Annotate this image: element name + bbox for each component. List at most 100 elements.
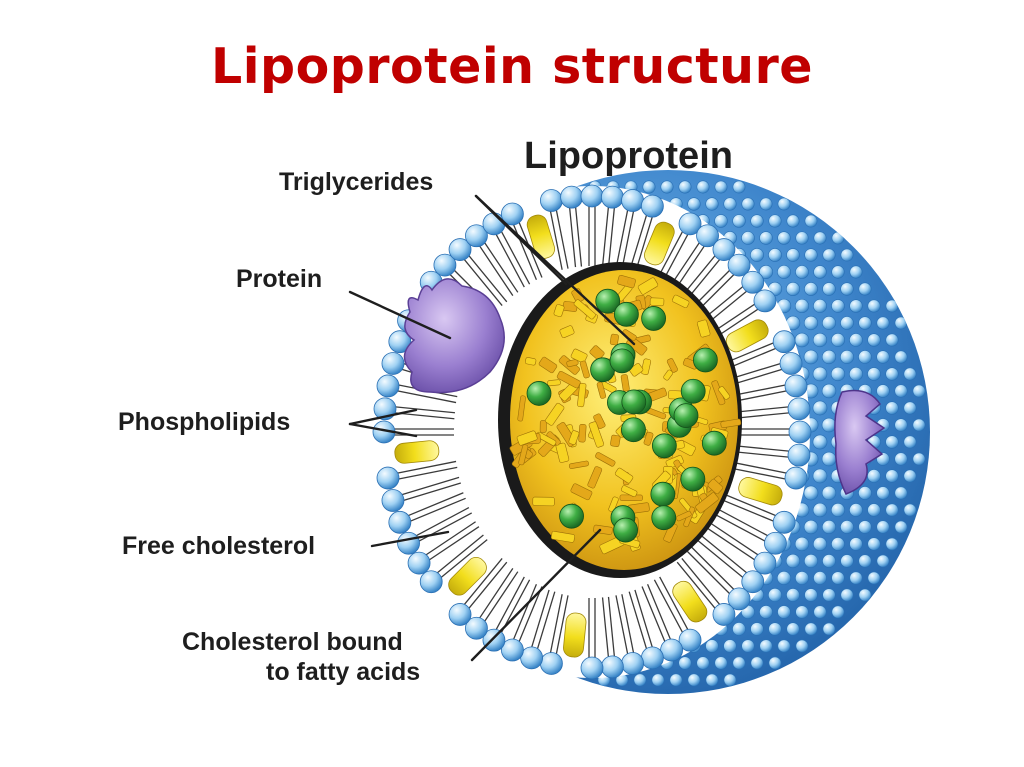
surface-head	[867, 571, 881, 585]
surface-head	[812, 468, 828, 484]
lipid-tail	[490, 576, 525, 640]
surface-head	[777, 639, 791, 653]
surface-head	[723, 197, 737, 211]
surface-head	[894, 452, 908, 466]
lipid-tail	[533, 591, 556, 659]
lipid-tail	[509, 583, 538, 650]
phospholipid-head	[678, 628, 702, 652]
lipid-tail	[621, 200, 637, 270]
surface-head	[849, 367, 863, 381]
triglycerides-leader-b	[474, 194, 636, 346]
triglyceride-bit	[517, 395, 526, 422]
phospholipid-head	[764, 531, 787, 555]
phospholipid-head	[560, 185, 584, 209]
lipid-tail	[457, 558, 503, 613]
surface-head	[885, 469, 899, 483]
surface-head	[840, 554, 854, 568]
lipid-tail	[718, 497, 784, 526]
surface-head	[812, 400, 828, 416]
surface-head	[876, 384, 890, 398]
triglyceride-bit	[672, 294, 690, 309]
phospholipid-head	[448, 238, 472, 261]
phospholipid-head	[741, 570, 765, 594]
surface-head	[867, 299, 881, 313]
lipid-tail	[615, 595, 631, 665]
triglyceride-bit	[566, 359, 579, 368]
phospholipid-head	[788, 420, 812, 444]
surface-head	[858, 486, 872, 500]
surface-head	[903, 401, 917, 415]
phospholipid-head	[419, 570, 443, 594]
cholesteryl-ester	[613, 517, 639, 543]
surface-head	[803, 519, 819, 535]
surface-head	[705, 673, 719, 687]
phospholipid-head	[712, 603, 736, 626]
lipid-tail	[432, 539, 488, 585]
phospholipid-head	[753, 289, 777, 313]
lipid-tail	[659, 576, 694, 640]
triglyceride-bit	[555, 442, 570, 463]
surface-head	[822, 316, 836, 330]
lipid-tail	[461, 247, 508, 303]
phospholipid-head	[465, 616, 488, 640]
surface-head	[786, 622, 800, 636]
lipid-tail	[514, 586, 543, 652]
phospholipid-head	[520, 646, 544, 670]
triglyceride-bit	[559, 325, 575, 338]
surface-head	[822, 554, 836, 568]
lipid-tail	[420, 526, 480, 567]
surface-head	[714, 180, 728, 194]
phospholipid-head	[640, 646, 664, 670]
surface-head	[750, 214, 764, 228]
surface-head	[849, 299, 863, 313]
surface-head	[759, 231, 773, 245]
surface-head	[849, 571, 863, 585]
phospholipid-head	[727, 587, 751, 611]
surface-head	[732, 656, 746, 670]
surface-head	[858, 316, 872, 330]
phospholipid-head	[727, 253, 751, 277]
surface-head	[759, 605, 773, 619]
phospholipid-head	[787, 397, 811, 421]
surface-head	[786, 282, 800, 296]
surface-head	[687, 197, 701, 211]
lipid-tail	[473, 567, 514, 627]
surface-head	[768, 656, 782, 670]
phospholipid-head	[660, 638, 683, 662]
label-triglycerides: Triglycerides	[279, 168, 433, 196]
surface-head	[849, 333, 863, 347]
lipid-tail	[496, 222, 531, 285]
triglyceride-bit	[578, 423, 587, 443]
surface-head	[678, 656, 692, 670]
phospholipid-head	[397, 531, 420, 555]
surface-head	[840, 588, 854, 602]
phospholipid-head	[600, 185, 624, 209]
surface-head	[867, 503, 881, 517]
lipid-tail	[601, 196, 611, 267]
leader-lines	[348, 194, 636, 662]
triglyceride-bit	[617, 274, 636, 289]
lipid-tail	[615, 199, 631, 269]
lipid-tail	[607, 596, 617, 667]
lipid-tail	[509, 214, 538, 281]
surface-head	[894, 486, 908, 500]
lipid-tail	[573, 196, 583, 267]
triglyceride-bit	[573, 299, 596, 320]
diagram-heading: Lipoprotein	[524, 135, 733, 177]
label-free-cholesterol: Free cholesterol	[122, 532, 315, 560]
surface-head	[795, 571, 809, 585]
surface-head	[705, 197, 719, 211]
surface-head	[794, 536, 810, 552]
surface-head	[804, 588, 818, 602]
surface-head	[885, 537, 899, 551]
surface-head	[741, 231, 755, 245]
triglyceride-bit	[608, 496, 619, 513]
triglyceride-bit	[696, 319, 711, 338]
surface-head	[822, 622, 836, 636]
surface-head	[786, 214, 800, 228]
surface-head	[821, 349, 837, 365]
lipid-tail	[385, 405, 456, 414]
surface-head	[633, 673, 647, 687]
surface-head	[696, 656, 710, 670]
phospholipid-head	[407, 551, 431, 575]
